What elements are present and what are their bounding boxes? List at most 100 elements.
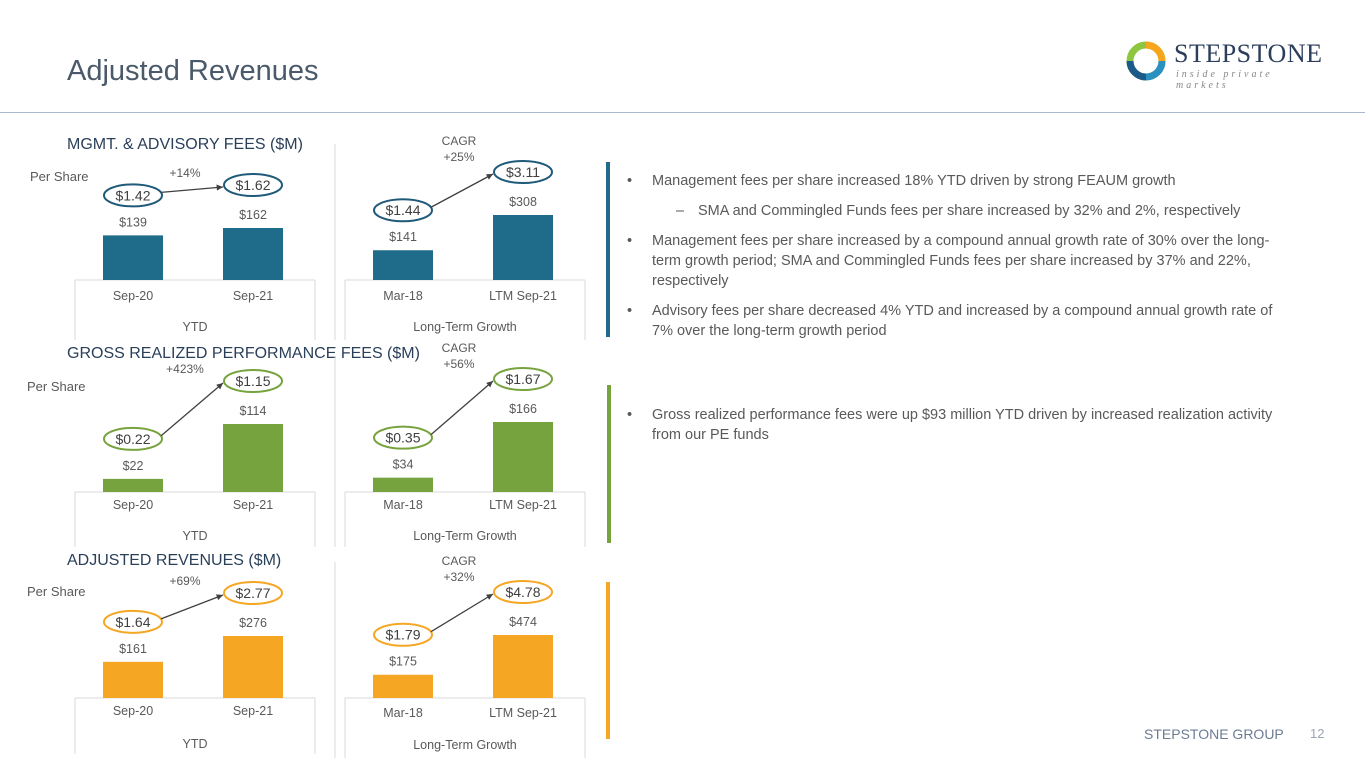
bullet-item: •Advisory fees per share decreased 4% YT… — [627, 303, 1273, 339]
per-share-label: Per Share — [27, 584, 86, 599]
bar — [103, 235, 163, 280]
bar — [223, 228, 283, 280]
per-share-value: $3.11 — [506, 164, 540, 180]
change-label: +32% — [443, 570, 474, 584]
logo-tagline: inside private markets — [1176, 69, 1273, 91]
stepstone-logo: STEPSTONE inside private markets — [1124, 37, 1324, 91]
change-label: +14% — [169, 166, 200, 180]
per-share-value: $1.64 — [115, 614, 150, 630]
group-label: Long-Term Growth — [413, 320, 517, 334]
section-accent-bar-perf — [607, 385, 611, 543]
bar-value-label: $162 — [239, 208, 267, 222]
bar-value-label: $139 — [119, 215, 147, 229]
growth-arrow — [430, 173, 494, 208]
per-share-value: $0.22 — [115, 431, 150, 447]
per-share-oval — [373, 198, 433, 223]
bar — [373, 250, 433, 280]
bar-value-label: $161 — [119, 642, 147, 656]
change-label: +69% — [169, 574, 200, 588]
per-share-oval — [223, 369, 283, 393]
bar-value-label: $175 — [389, 655, 417, 669]
section-title-adj: ADJUSTED REVENUES ($M) — [67, 552, 282, 569]
footer-company: STEPSTONE GROUP — [1144, 726, 1284, 742]
change-label: +25% — [443, 150, 474, 164]
bar — [373, 674, 433, 698]
per-share-value: $2.77 — [235, 585, 270, 601]
bar — [373, 477, 433, 492]
bar — [103, 661, 163, 698]
per-share-oval — [373, 622, 433, 647]
bar-value-label: $276 — [239, 616, 267, 630]
page-title: Adjusted Revenues — [67, 55, 319, 87]
bar — [223, 636, 283, 698]
growth-arrow-head — [486, 381, 493, 388]
category-tick-label: Sep-20 — [113, 289, 153, 303]
growth-arrow — [160, 382, 224, 437]
bar-value-label: $22 — [123, 459, 144, 473]
growth-arrow-head — [216, 383, 223, 390]
per-share-value: $1.15 — [235, 373, 270, 389]
growth-arrow-head — [216, 594, 223, 601]
category-tick-label: LTM Sep-21 — [489, 706, 557, 720]
per-share-oval — [493, 367, 553, 391]
per-share-label: Per Share — [27, 379, 86, 394]
bar — [493, 635, 553, 698]
growth-arrow — [430, 380, 494, 436]
group-label: YTD — [183, 529, 208, 543]
growth-arrow-head — [486, 594, 493, 600]
bullet-item: •Management fees per share increased 18%… — [627, 173, 1176, 189]
category-tick-label: Sep-21 — [233, 498, 273, 512]
per-share-oval — [103, 426, 163, 451]
growth-arrow — [160, 594, 224, 620]
title-divider — [0, 112, 1365, 113]
sub-bullet-item: –SMA and Commingled Funds fees per share… — [676, 203, 1241, 219]
per-share-oval — [223, 581, 283, 605]
growth-arrow — [430, 593, 494, 633]
category-tick-label: Mar-18 — [383, 706, 423, 720]
bar-value-label: $141 — [389, 230, 417, 244]
per-share-value: $1.44 — [385, 202, 420, 218]
per-share-value: $4.78 — [505, 584, 540, 600]
cagr-label: CAGR — [442, 554, 477, 568]
bar-value-label: $166 — [509, 402, 537, 416]
category-tick-label: Sep-21 — [233, 704, 273, 718]
bar — [493, 215, 553, 280]
category-tick-label: Mar-18 — [383, 289, 423, 303]
group-label: YTD — [183, 320, 208, 334]
section-title-mgmt: MGMT. & ADVISORY FEES ($M) — [67, 136, 303, 153]
group-label: Long-Term Growth — [413, 738, 517, 752]
per-share-value: $1.62 — [235, 177, 270, 193]
cagr-label: CAGR — [442, 134, 477, 148]
growth-arrow — [160, 186, 224, 194]
section-accent-bar-mgmt — [606, 162, 610, 337]
per-share-oval — [493, 160, 553, 184]
bar-value-label: $474 — [509, 615, 537, 629]
change-label: +423% — [166, 362, 204, 376]
group-label: YTD — [183, 737, 208, 751]
per-share-label: Per Share — [30, 169, 89, 184]
group-label: Long-Term Growth — [413, 529, 517, 543]
per-share-value: $1.42 — [115, 187, 150, 203]
change-label: +56% — [443, 357, 474, 371]
bullet-list-mgmt: •Management fees per share increased 18%… — [627, 171, 1297, 351]
category-tick-label: LTM Sep-21 — [489, 498, 557, 512]
per-share-oval — [493, 580, 553, 604]
category-tick-label: LTM Sep-21 — [489, 289, 557, 303]
page-number: 12 — [1310, 726, 1325, 741]
cagr-label: CAGR — [442, 341, 477, 355]
bar-value-label: $308 — [509, 195, 537, 209]
section-accent-bar-adj — [606, 582, 610, 739]
per-share-oval — [103, 609, 163, 634]
bar-value-label: $34 — [393, 458, 414, 472]
logo-ring-icon — [1126, 41, 1166, 81]
per-share-oval — [373, 425, 433, 450]
category-tick-label: Mar-18 — [383, 498, 423, 512]
bullet-item: •Gross realized performance fees were up… — [627, 407, 1273, 443]
growth-arrow-head — [486, 174, 493, 180]
bullet-item: •Management fees per share increased by … — [627, 233, 1270, 289]
